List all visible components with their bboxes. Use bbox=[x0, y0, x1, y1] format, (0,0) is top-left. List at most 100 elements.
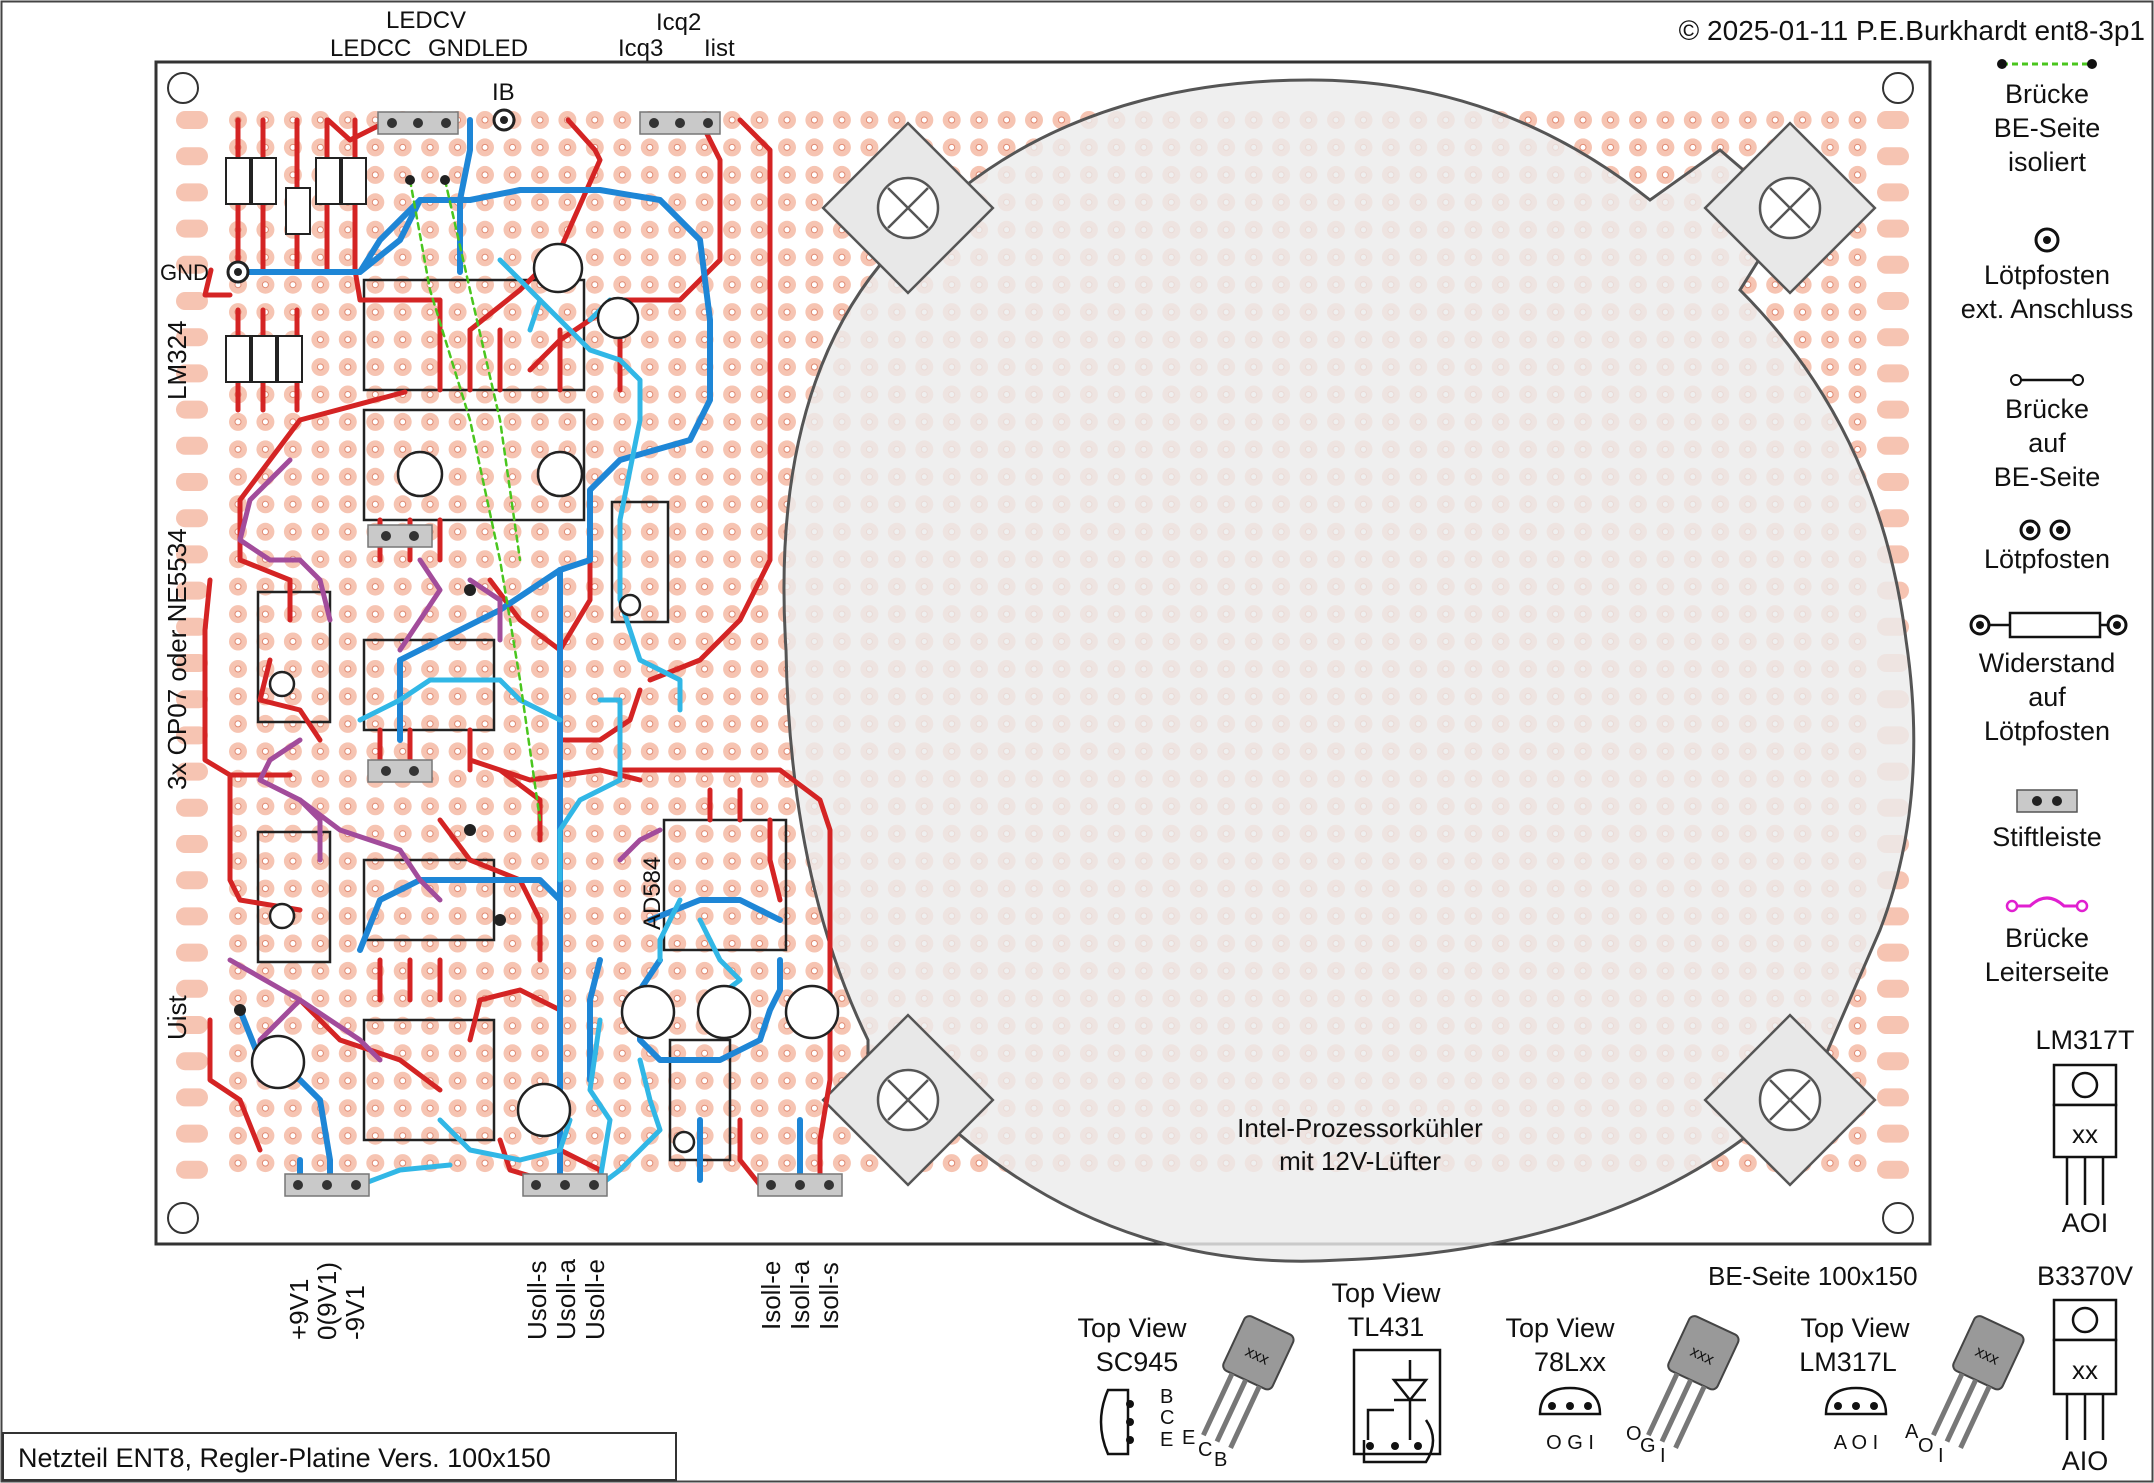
pad-hole bbox=[756, 665, 763, 673]
pad-hole bbox=[234, 1132, 242, 1140]
pad-hole bbox=[673, 555, 681, 563]
pad-hole bbox=[289, 281, 297, 289]
pad-hole bbox=[810, 336, 818, 344]
pad-hole bbox=[454, 802, 462, 810]
pad-hole bbox=[1854, 1159, 1861, 1167]
pad-hole bbox=[316, 445, 324, 453]
pad-hole bbox=[454, 308, 462, 316]
mount-hole-icon bbox=[167, 72, 199, 104]
pad-hole bbox=[344, 1159, 352, 1167]
pad-hole bbox=[289, 967, 297, 975]
uist-label: Uist bbox=[162, 994, 192, 1040]
pad-hole bbox=[783, 1077, 791, 1085]
pad-hole bbox=[454, 500, 462, 508]
pad-hole bbox=[234, 994, 242, 1002]
pad-hole bbox=[563, 391, 571, 398]
pad-hole bbox=[399, 445, 407, 453]
pad-hole bbox=[371, 226, 379, 234]
pad-hole bbox=[509, 912, 516, 920]
pad-hole bbox=[701, 857, 709, 865]
svg-text:SC945: SC945 bbox=[1096, 1347, 1179, 1377]
pad-hole bbox=[728, 583, 736, 591]
pad-hole bbox=[399, 336, 407, 344]
pad-hole bbox=[454, 528, 462, 536]
edge-pad bbox=[176, 473, 208, 491]
pad-hole bbox=[646, 226, 654, 234]
icq3-label: Icq3 bbox=[618, 35, 663, 62]
pad-hole bbox=[591, 583, 599, 591]
pad-hole bbox=[756, 363, 763, 371]
edge-pad bbox=[1877, 147, 1909, 166]
pad-hole bbox=[371, 418, 379, 426]
pad-hole bbox=[563, 1049, 571, 1057]
pad-hole bbox=[1826, 363, 1834, 371]
pad-hole bbox=[591, 336, 599, 344]
pad-hole bbox=[756, 198, 763, 206]
edge-pad bbox=[176, 509, 208, 528]
pad-hole bbox=[591, 692, 599, 700]
pad-hole bbox=[509, 665, 516, 673]
pad-hole bbox=[371, 336, 379, 344]
pad-hole bbox=[454, 775, 462, 783]
legend-bridge-trace-side: Brücke Leiterseite bbox=[1985, 896, 2109, 987]
pad-hole bbox=[454, 967, 462, 975]
pad-hole bbox=[1799, 336, 1807, 344]
pad-hole bbox=[399, 1022, 407, 1030]
pad-hole bbox=[481, 418, 489, 426]
pad-hole bbox=[618, 1132, 626, 1140]
pad-hole bbox=[1661, 116, 1669, 124]
pad-hole bbox=[810, 1132, 818, 1140]
pad-hole bbox=[261, 500, 269, 508]
pad-hole bbox=[783, 1104, 791, 1112]
pad-hole bbox=[756, 500, 763, 508]
pin-label: Isoll-s bbox=[814, 1262, 844, 1330]
pad-hole bbox=[234, 610, 242, 618]
pad-hole bbox=[509, 171, 516, 179]
pad-hole bbox=[1744, 143, 1752, 151]
pad-hole bbox=[426, 610, 434, 618]
pad-hole bbox=[783, 391, 791, 398]
pad-hole bbox=[344, 336, 352, 344]
pad-hole bbox=[618, 226, 626, 234]
pad-hole bbox=[261, 967, 269, 975]
bridge-end-icon bbox=[2005, 899, 2019, 913]
svg-text:O G I: O G I bbox=[1546, 1432, 1594, 1454]
pad-hole bbox=[646, 418, 654, 426]
pad-hole bbox=[756, 336, 763, 344]
pad-hole bbox=[344, 1132, 352, 1140]
edge-pad bbox=[176, 979, 208, 998]
pad-hole bbox=[261, 1132, 269, 1140]
cooler-label-1: Intel-Prozessorkühler bbox=[1237, 1113, 1483, 1143]
pad-hole bbox=[371, 198, 379, 206]
pad-hole bbox=[728, 638, 736, 645]
pad-hole bbox=[701, 610, 709, 618]
edge-pad bbox=[1877, 219, 1909, 238]
pad-hole bbox=[481, 1049, 489, 1057]
svg-text:B3370V: B3370V bbox=[2037, 1261, 2133, 1291]
pad-hole bbox=[1634, 143, 1642, 151]
svg-text:auf: auf bbox=[2028, 428, 2066, 458]
edge-pad bbox=[1877, 328, 1909, 347]
pad-hole bbox=[838, 281, 846, 289]
pad-hole bbox=[344, 500, 352, 508]
pad-hole bbox=[234, 1159, 242, 1167]
edge-pad bbox=[176, 111, 208, 129]
edge-pad bbox=[1877, 1052, 1909, 1071]
pad-hole bbox=[316, 281, 324, 289]
pad-hole bbox=[1716, 116, 1724, 124]
pad-hole bbox=[783, 802, 791, 810]
to92-3d-icon: xxx bbox=[1646, 1315, 1740, 1449]
pad-hole bbox=[591, 638, 599, 645]
led-cv-label: LEDCV bbox=[386, 7, 466, 34]
pad-hole bbox=[618, 143, 626, 151]
pad-hole bbox=[426, 665, 434, 673]
pad-hole bbox=[316, 638, 324, 645]
pad-hole bbox=[509, 1022, 516, 1030]
pad-hole bbox=[371, 994, 379, 1002]
pad-hole bbox=[618, 473, 626, 481]
svg-text:xx: xx bbox=[2072, 1355, 2098, 1385]
pad-hole bbox=[865, 1159, 873, 1167]
pad-hole bbox=[399, 500, 407, 508]
trimmer-icon bbox=[268, 902, 296, 930]
pad-hole bbox=[563, 555, 571, 563]
